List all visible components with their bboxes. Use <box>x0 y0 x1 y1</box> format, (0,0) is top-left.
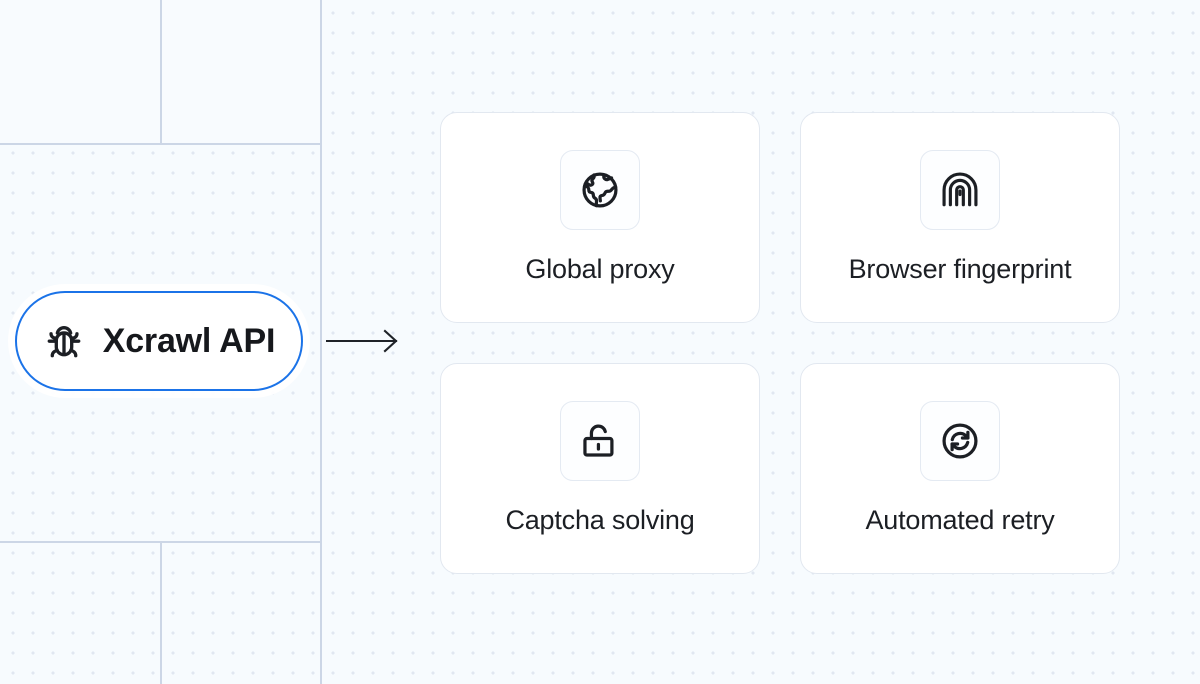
refresh-icon <box>942 423 978 459</box>
icon-container-refresh <box>920 401 1000 481</box>
xcrawl-api-node[interactable]: Xcrawl API <box>15 291 303 391</box>
grid-line-vertical-center-main <box>320 143 322 684</box>
grid-line-vertical-center-top <box>320 0 322 144</box>
card-label: Captcha solving <box>505 505 695 535</box>
grid-line-vertical-left-bottom <box>160 541 162 684</box>
grid-line-vertical-left-top <box>160 0 162 144</box>
globe-icon <box>582 172 618 208</box>
grid-line-horizontal-lower <box>0 541 321 543</box>
icon-container-unlock <box>560 401 640 481</box>
bug-icon <box>47 326 81 358</box>
grid-line-horizontal-upper <box>0 143 322 145</box>
blueprint-panel-top-left <box>0 0 322 143</box>
arrow-right-icon <box>326 329 398 353</box>
card-label: Global proxy <box>525 254 675 284</box>
card-browser-fingerprint[interactable]: Browser fingerprint <box>800 112 1120 323</box>
xcrawl-api-label: Xcrawl API <box>102 321 276 360</box>
card-global-proxy[interactable]: Global proxy <box>440 112 760 323</box>
unlock-icon <box>583 424 614 457</box>
card-automated-retry[interactable]: Automated retry <box>800 363 1120 574</box>
card-label: Browser fingerprint <box>848 254 1072 284</box>
capability-card-grid: Global proxy Browser fingerprint <box>440 112 1121 574</box>
icon-container-globe <box>560 150 640 230</box>
fingerprint-icon <box>942 172 978 207</box>
card-label: Automated retry <box>865 505 1055 535</box>
card-captcha-solving[interactable]: Captcha solving <box>440 363 760 574</box>
icon-container-fingerprint <box>920 150 1000 230</box>
